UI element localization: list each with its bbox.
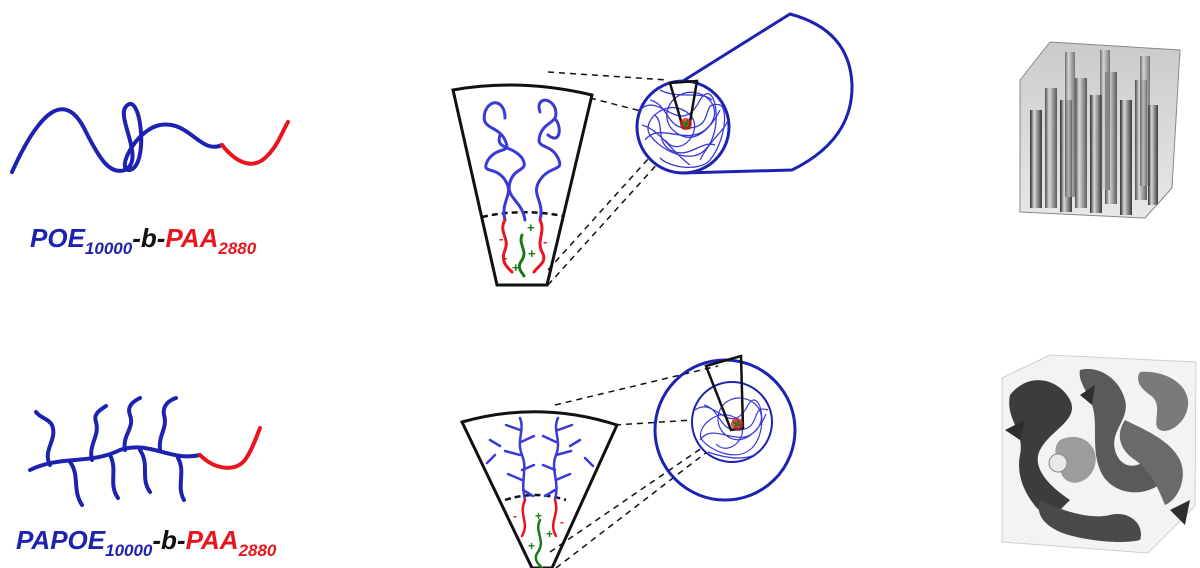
plus-charge: + <box>528 539 535 553</box>
poe-block-subscript: 10000 <box>85 239 132 258</box>
plus-charge: + <box>528 246 536 261</box>
linear-diblock-chain <box>12 104 288 172</box>
cylinder-micelle <box>637 14 852 173</box>
plus-charge: + <box>527 220 535 235</box>
plus-charge: + <box>512 260 520 275</box>
paa-block-top <box>222 122 288 164</box>
paa-block-subscript: 2880 <box>218 239 256 258</box>
paa-block-name: PAA <box>186 525 239 555</box>
papoe-block-name: PAPOE <box>16 525 105 555</box>
minus-charge: - <box>499 231 503 246</box>
counter-polymer-in-wedge <box>536 520 542 568</box>
paa-block-subscript: 2880 <box>239 541 277 560</box>
gyroid-structure <box>1002 355 1196 553</box>
bottom-polymer-label: PAPOE10000-b-PAA2880 <box>16 527 276 559</box>
block-joiner: -b- <box>152 525 185 555</box>
block-joiner: -b- <box>132 223 165 253</box>
wedge-outline <box>462 412 617 568</box>
papoe-brushes-in-wedge <box>487 418 593 500</box>
poe-linear-block <box>12 104 222 172</box>
plus-charge: + <box>535 509 542 523</box>
papoe-block-subscript: 10000 <box>105 541 152 560</box>
top-polymer-label: POE10000-b-PAA2880 <box>30 225 256 257</box>
paa-block-name: PAA <box>165 223 218 253</box>
counter-polymer-in-wedge <box>519 235 524 276</box>
bottom-wedge: + + + - - <box>462 412 617 568</box>
paa-block-bottom <box>200 428 260 468</box>
minus-charge: - <box>560 515 564 529</box>
minus-charge: - <box>543 234 547 249</box>
hexagonal-cylinders-structure <box>1020 42 1180 218</box>
minus-charge: - <box>503 250 507 265</box>
plus-charge: + <box>546 527 553 541</box>
branched-diblock-chain <box>30 398 260 505</box>
spherical-micelle <box>655 356 795 500</box>
minus-charge: - <box>513 509 517 523</box>
poe-block-name: POE <box>30 223 85 253</box>
poe-coils-in-wedge <box>484 100 560 220</box>
top-wedge: + + + - - - <box>453 85 592 285</box>
